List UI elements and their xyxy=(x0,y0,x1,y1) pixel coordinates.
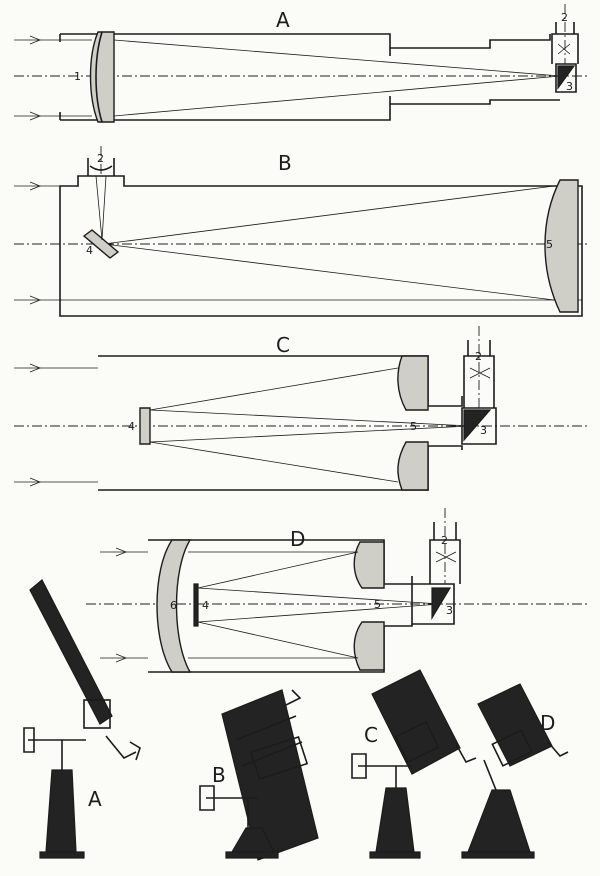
diagram-b-part-2: 2 xyxy=(97,152,104,165)
mount-a-tube xyxy=(29,579,113,725)
diagram-d-eyepiece-rays xyxy=(435,551,457,563)
diagram-d-meniscus-corrector xyxy=(156,539,192,673)
mount-a-pier xyxy=(45,769,77,853)
diagram-d-rays xyxy=(188,551,441,659)
mount-a-label: A xyxy=(88,787,102,811)
diagram-d-part-6: 6 xyxy=(170,599,177,612)
diagram-d-secondary-spot xyxy=(193,583,199,627)
diagram-c-diagonal-prism xyxy=(463,409,492,442)
diagram-b-reflected-rays xyxy=(103,185,555,301)
diagram-b-tube xyxy=(59,175,583,317)
mount-d-base xyxy=(461,851,535,859)
diagram-b-focus-rays xyxy=(95,175,107,241)
diagram-c-eyepiece-rays xyxy=(469,367,491,379)
diagram-a-eyepiece-rays xyxy=(557,43,571,55)
diagram-b-ray-arrows xyxy=(29,181,42,305)
diagram-d-primary-mirror-top xyxy=(353,541,385,589)
mount-d-eyepiece xyxy=(547,741,569,757)
diagram-c-incoming-rays xyxy=(14,367,98,483)
diagram-c-diagonal-housing xyxy=(461,407,497,445)
mount-b-tube-bands xyxy=(235,715,303,767)
mount-c-axis-counterweight xyxy=(351,753,412,788)
diagram-a-eyepiece xyxy=(551,22,579,64)
mount-b-newtonian: B xyxy=(199,689,319,861)
diagram-a-diagonal-prism xyxy=(557,65,576,90)
mount-c-label: C xyxy=(364,723,378,747)
diagram-d-part-4: 4 xyxy=(202,599,209,612)
diagram-c-part-5: 5 xyxy=(410,420,417,433)
diagram-b-label: B xyxy=(278,151,292,175)
diagram-a-lens-curve xyxy=(95,31,103,123)
mount-a-eye-icon xyxy=(129,741,141,761)
diagram-d-part-3: 3 xyxy=(446,604,453,617)
mount-a-base xyxy=(39,851,85,859)
diagram-a-part-2: 2 xyxy=(561,11,568,24)
mount-b-label: B xyxy=(212,763,226,787)
diagram-a-tube xyxy=(60,33,560,121)
diagram-a-objective-lens xyxy=(89,31,115,123)
mount-d-label: D xyxy=(540,711,555,735)
diagram-a-part-3: 3 xyxy=(566,80,573,93)
diagram-b-part-4: 4 xyxy=(86,244,93,257)
diagram-c-part-2: 2 xyxy=(475,350,482,363)
mount-c-base xyxy=(369,851,421,859)
diagram-a-ray-arrows xyxy=(29,35,42,121)
diagram-b-diagonal-mirror xyxy=(82,229,120,259)
diagram-b-newtonian: B 5 4 2 xyxy=(14,146,590,317)
diagram-d-diagonal-prism xyxy=(431,587,452,621)
mount-c-cassegrain: C xyxy=(351,669,477,859)
mount-b-cradle xyxy=(249,735,309,781)
diagram-c-cassegrain: C 5 4 3 2 xyxy=(14,326,588,491)
diagram-c-rays xyxy=(149,367,471,483)
diagram-b-part-5: 5 xyxy=(546,238,553,251)
diagram-d-ray-arrows xyxy=(115,547,128,663)
diagram-a-refractor: A 1 3 2 xyxy=(14,4,590,123)
mount-a-axis-counterweight xyxy=(23,727,86,770)
diagram-c-secondary-mirror xyxy=(139,407,151,445)
mount-a-eyepiece xyxy=(105,735,137,760)
mount-d-pier xyxy=(467,789,531,853)
mount-b-axis-counterweight xyxy=(199,785,258,830)
diagram-a-converging-rays xyxy=(113,39,561,117)
diagram-d-incoming-rays xyxy=(100,551,148,659)
diagram-d-part-2: 2 xyxy=(441,534,448,547)
diagram-c-part-3: 3 xyxy=(480,424,487,437)
diagram-d-label: D xyxy=(290,527,305,551)
mount-b-eyepiece xyxy=(283,689,302,707)
diagram-c-label: C xyxy=(276,333,290,357)
diagram-a-part-1: 1 xyxy=(74,70,81,83)
mount-c-clamp xyxy=(394,720,440,764)
diagram-d-maksutov: D 6 4 5 3 2 xyxy=(86,508,588,673)
diagram-b-incoming-rays xyxy=(14,185,62,301)
diagram-d-primary-mirror-bottom xyxy=(353,621,385,671)
mount-d-maksutov: D xyxy=(461,683,569,859)
mount-d-clamp xyxy=(491,729,533,767)
mount-a-refractor: A xyxy=(23,579,141,859)
diagram-a-label: A xyxy=(276,8,290,32)
diagram-c-part-4: 4 xyxy=(128,420,135,433)
diagram-a-incoming-rays xyxy=(14,39,92,117)
diagram-c-ray-arrows xyxy=(29,363,42,487)
diagram-b-primary-mirror xyxy=(544,179,579,313)
diagram-a-prism-housing xyxy=(555,63,577,93)
mount-b-base xyxy=(225,851,279,859)
diagram-c-eyepiece xyxy=(463,340,495,408)
diagram-c-primary-mirror-top xyxy=(397,355,429,411)
diagram-c-primary-mirror-bottom xyxy=(397,441,429,491)
diagram-d-diagonal-housing xyxy=(411,583,455,625)
mount-c-eyepiece xyxy=(455,743,477,764)
mount-c-pier xyxy=(375,787,415,853)
mount-a-clamp xyxy=(83,699,111,729)
diagram-d-part-5: 5 xyxy=(374,598,381,611)
